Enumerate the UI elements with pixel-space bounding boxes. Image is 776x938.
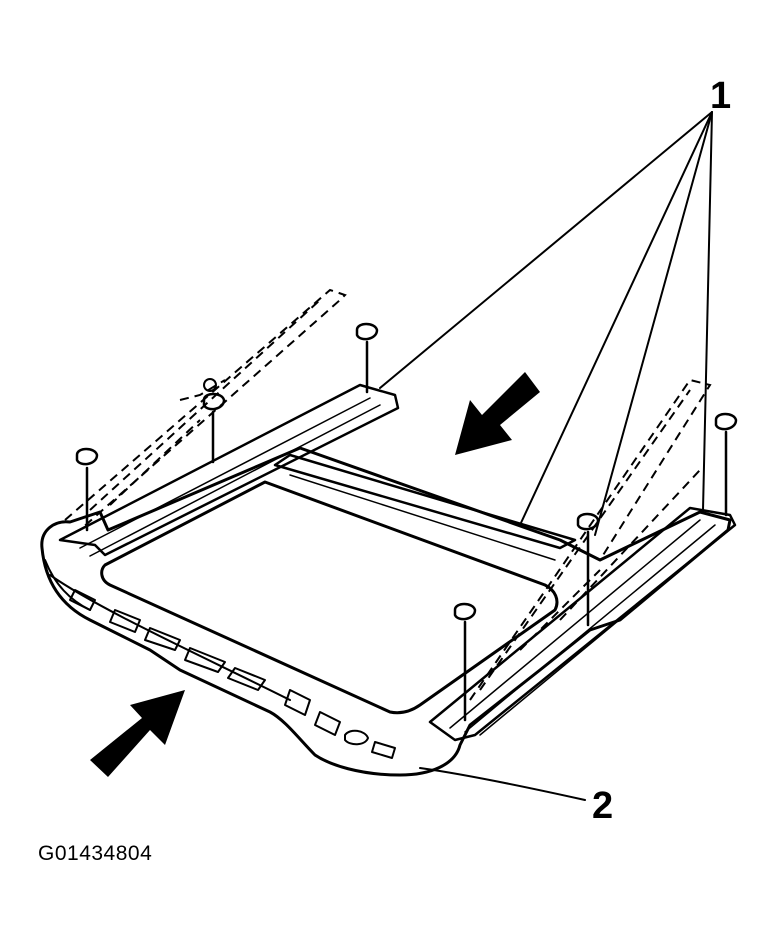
figure-id: G01434804 bbox=[38, 842, 153, 865]
rear-cross-rail bbox=[273, 453, 577, 550]
arrow-lower-icon bbox=[90, 690, 185, 777]
frame-outer-outline bbox=[40, 446, 732, 777]
callout-1-label: 1 bbox=[710, 75, 731, 117]
callout-2-label: 2 bbox=[592, 785, 613, 827]
screw-3 bbox=[75, 447, 99, 532]
screw-4 bbox=[714, 412, 738, 517]
left-side-rail bbox=[58, 383, 400, 557]
screw-5 bbox=[576, 512, 600, 627]
right-side-rail bbox=[428, 506, 737, 742]
phantom-lines bbox=[64, 288, 712, 701]
screw-6 bbox=[453, 602, 477, 722]
screw-1 bbox=[355, 322, 379, 394]
callout-1-leaders bbox=[379, 111, 713, 536]
screw-2 bbox=[202, 378, 226, 464]
frame-inner-opening bbox=[100, 480, 559, 715]
arrow-upper-icon bbox=[455, 372, 540, 455]
callout-2-leader bbox=[419, 767, 586, 801]
